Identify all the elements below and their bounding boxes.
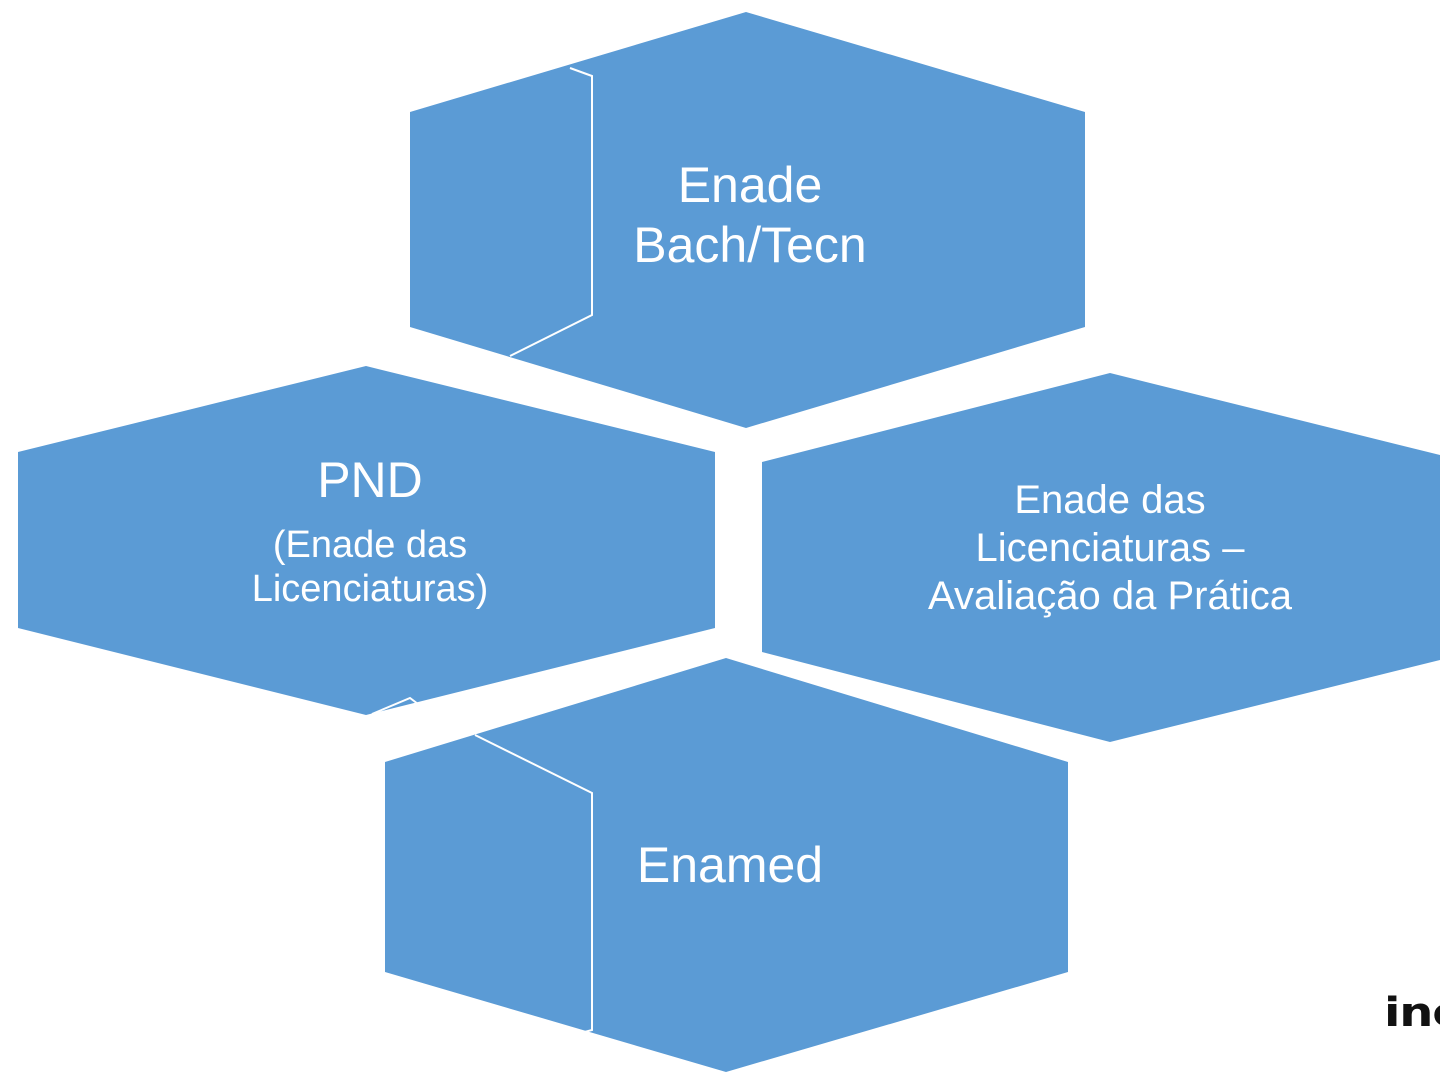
hexagon-left [18, 366, 715, 715]
hexagon-left-title: PND [317, 452, 423, 508]
divider-line-top [509, 67, 593, 357]
hexagon-top-label: Enade Bach/Tecn [560, 155, 940, 275]
hexagon-left-label: PND (Enade das Licenciaturas) [170, 450, 570, 611]
hexagon-top [410, 12, 1085, 428]
hexagon-left-subtitle-line-2: Licenciaturas) [251, 567, 489, 610]
hexagon-left-subtitle-line-1: (Enade das [272, 524, 468, 566]
hexagon-left-subtitle: (Enade das Licenciaturas) [170, 524, 570, 611]
hexagon-right-label: Enade das Licenciaturas – Avaliação da P… [860, 476, 1360, 620]
hexagon-bottom [385, 658, 1068, 1072]
hexagon-top-line-1: Enade [677, 157, 823, 213]
hexagon-right-line-3: Avaliação da Prática [928, 574, 1292, 618]
divider-line-left [371, 696, 419, 715]
hexagon-right [762, 373, 1440, 742]
hexagon-bottom-line-1: Enamed [636, 837, 824, 893]
divider-line-bottom [474, 734, 593, 1037]
hexagon-bottom-label: Enamed [540, 835, 920, 895]
hexagon-top-line-2: Bach/Tecn [633, 217, 867, 273]
inep-logo: inep [1384, 990, 1440, 1036]
hexagon-right-line-1: Enade das [1014, 478, 1206, 522]
hexagon-right-line-2: Licenciaturas – [975, 526, 1245, 570]
